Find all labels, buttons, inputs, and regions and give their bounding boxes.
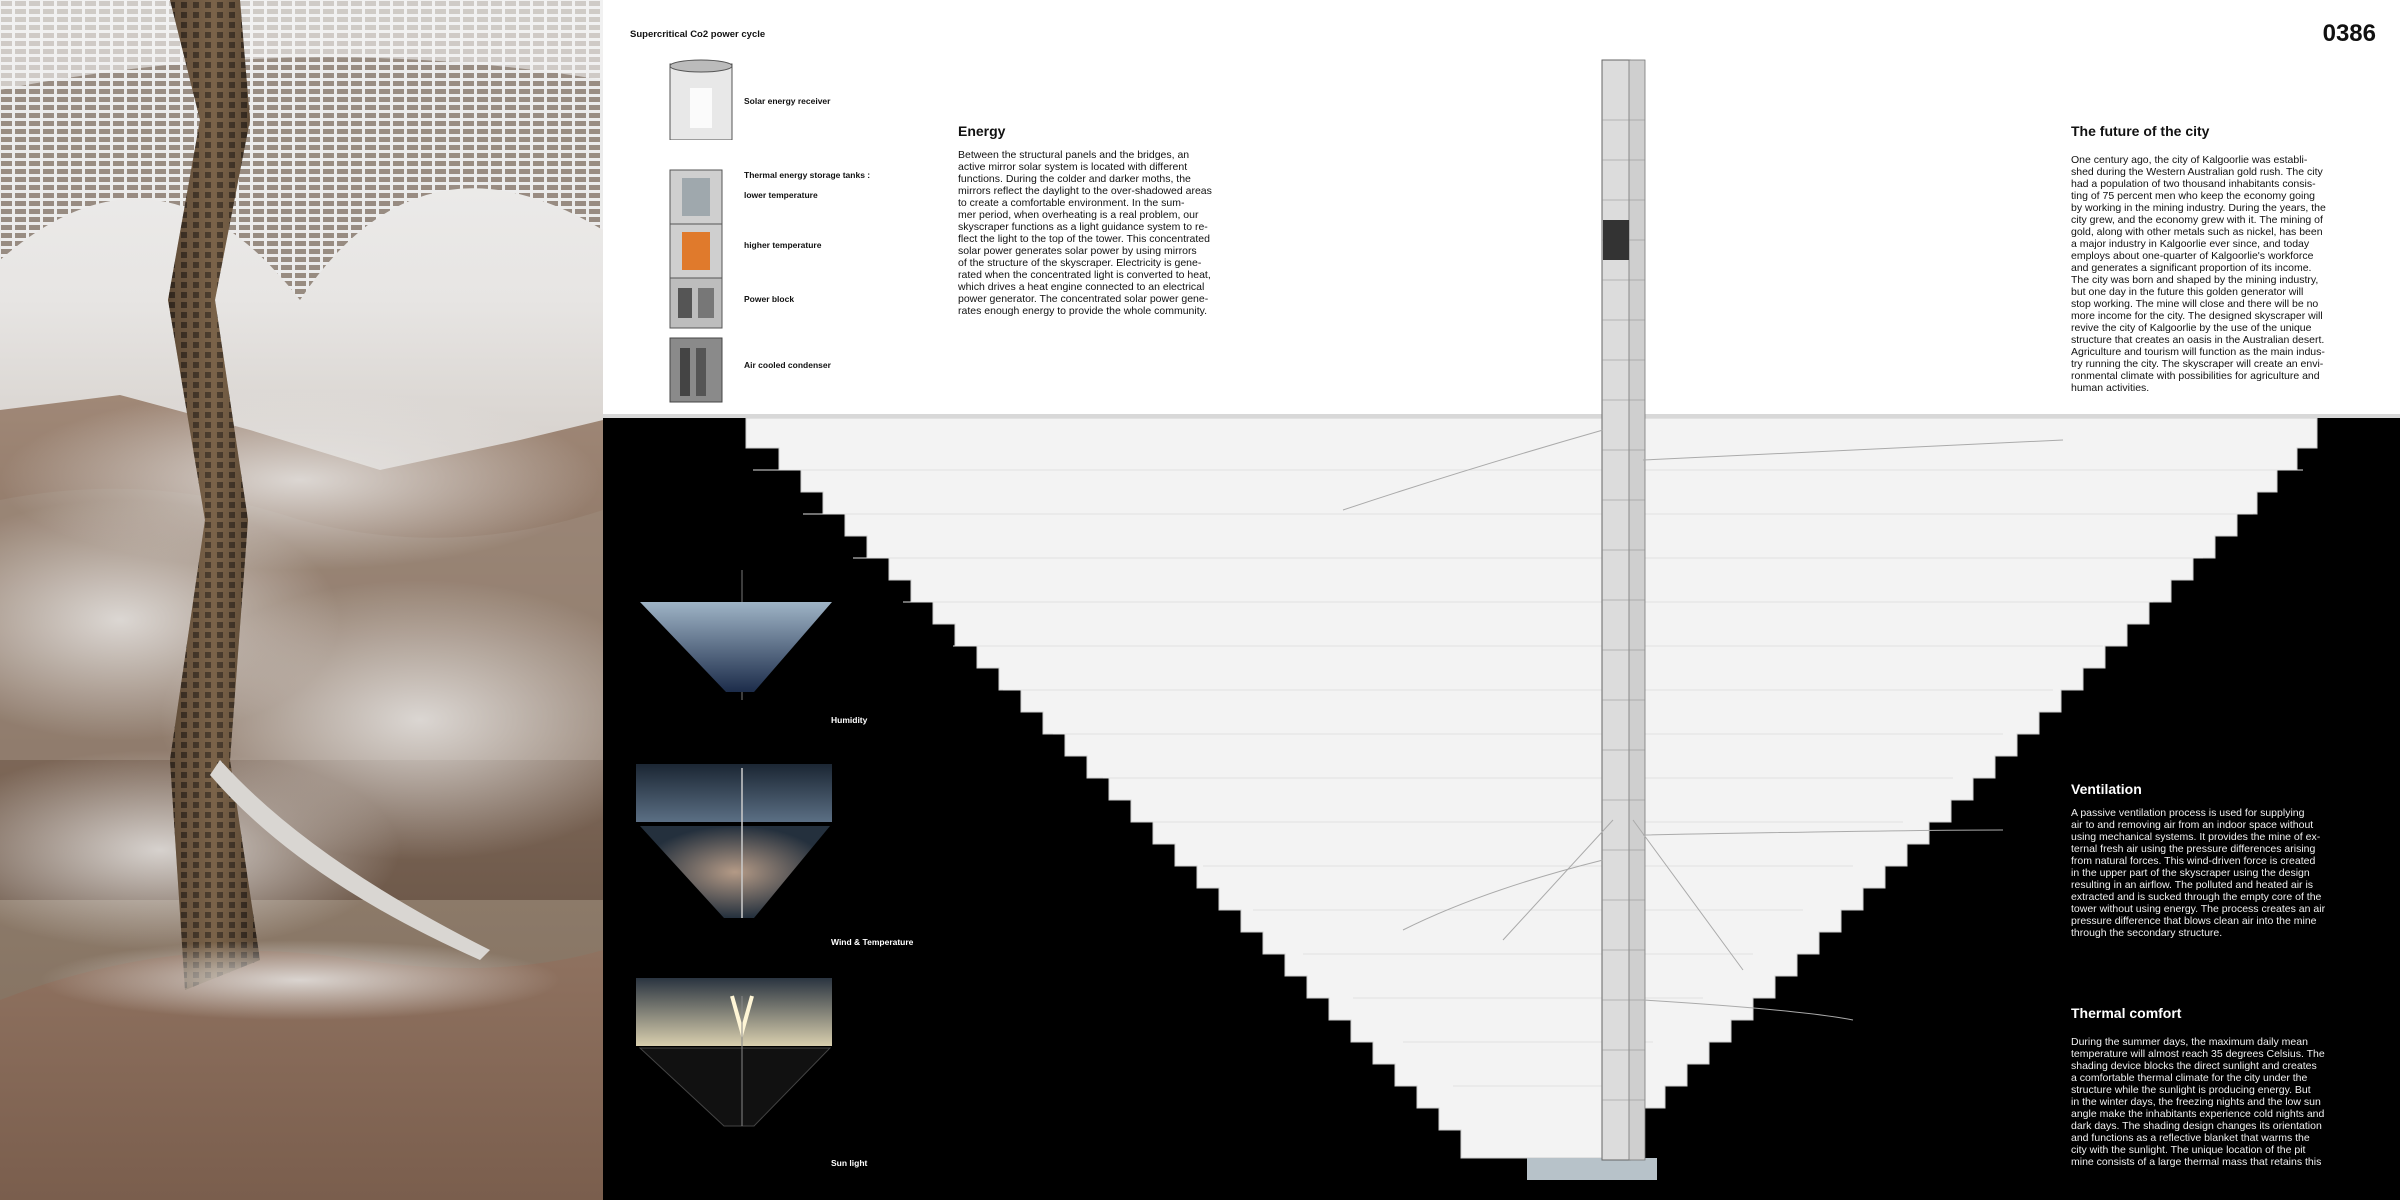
- thermal-heading: Thermal comfort: [2071, 1005, 2182, 1021]
- solar-receiver-icon: [668, 58, 734, 145]
- higher-temperature-label: higher temperature: [744, 240, 822, 250]
- tower-render-illustration: [0, 0, 603, 1200]
- project-number: 0386: [2322, 20, 2376, 47]
- thermal-paragraph: During the summer days, the maximum dail…: [2071, 1036, 2325, 1168]
- higher-temperature-tank-icon: [668, 220, 724, 285]
- humidity-label: Humidity: [831, 715, 868, 725]
- energy-heading: Energy: [958, 123, 1006, 139]
- top-white-band: [603, 0, 2400, 418]
- sun-light-label: Sun light: [831, 1158, 868, 1168]
- power-block-icon: [668, 274, 724, 335]
- wind-temperature-label: Wind & Temperature: [831, 937, 914, 947]
- pit-section-svg: [603, 59, 2400, 1180]
- condenser-label: Air cooled condenser: [744, 360, 831, 370]
- humidity-diagram: [636, 570, 836, 705]
- wind-temperature-diagram: [636, 760, 836, 925]
- tower-foundation: [1527, 1158, 1657, 1180]
- storage-label: Thermal energy storage tanks :: [744, 170, 871, 180]
- energy-paragraph: Between the structural panels and the br…: [958, 149, 1212, 317]
- tower-section-drawing: [603, 0, 2400, 1200]
- future-paragraph: One century ago, the city of Kalgoorlie …: [2071, 154, 2326, 394]
- lower-temperature-label: lower temperature: [744, 190, 818, 200]
- tower-render-image: [0, 0, 603, 1200]
- ventilation-heading: Ventilation: [2071, 781, 2142, 797]
- ventilation-paragraph: A passive ventilation process is used fo…: [2071, 807, 2326, 939]
- receiver-label: Solar energy receiver: [744, 96, 831, 106]
- power-block-label: Power block: [744, 294, 795, 304]
- sun-light-diagram: [636, 976, 836, 1141]
- air-condenser-icon: [668, 334, 724, 409]
- cycle-title: Supercritical Co2 power cycle: [630, 29, 766, 40]
- lower-temperature-tank-icon: [668, 166, 724, 231]
- future-heading: The future of the city: [2071, 123, 2210, 139]
